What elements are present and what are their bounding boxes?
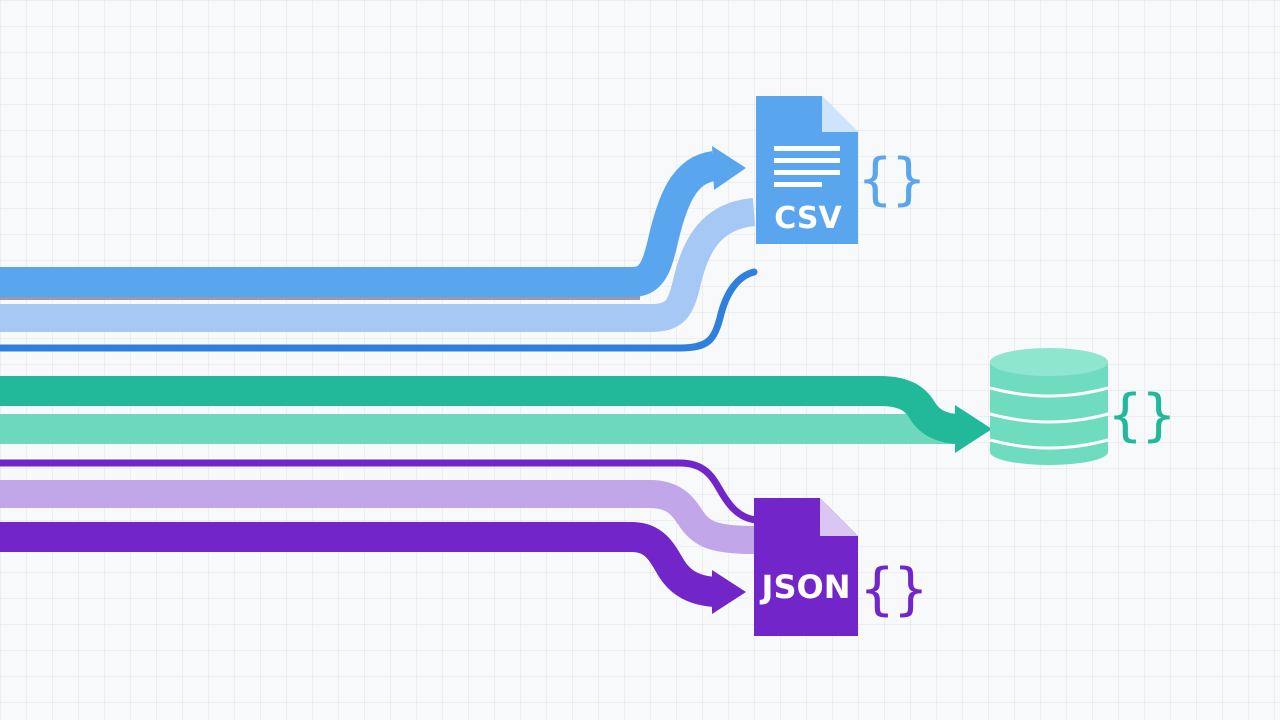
- stream-blue-arrowhead: [712, 146, 746, 190]
- csv-streams: [0, 146, 758, 352]
- csv-brace-icon: {}: [858, 147, 925, 212]
- stream-teal-main: [0, 376, 960, 444]
- stream-blue-thin: [0, 268, 758, 352]
- json-streams: [0, 459, 757, 614]
- stream-purple-thin: [0, 459, 757, 524]
- json-label: JSON: [760, 568, 851, 606]
- svg-text:{}: {}: [1108, 383, 1175, 448]
- csv-file-icon: CSV: [756, 96, 858, 244]
- stream-teal-arrowhead: [955, 405, 992, 453]
- stream-blue-main: [0, 151, 718, 297]
- csv-label: CSV: [774, 201, 842, 236]
- stream-purple-arrowhead: [712, 570, 746, 614]
- database-brace-icon: {}: [1108, 383, 1175, 448]
- json-file-icon: JSON: [754, 498, 858, 636]
- stream-purple-light: [0, 480, 755, 554]
- stream-blue-light: [0, 198, 757, 332]
- svg-text:{}: {}: [860, 557, 927, 622]
- database-streams: [0, 376, 992, 453]
- svg-text:{}: {}: [858, 147, 925, 212]
- json-brace-icon: {}: [860, 557, 927, 622]
- database-icon: [989, 348, 1109, 465]
- stream-purple-main: [0, 522, 716, 607]
